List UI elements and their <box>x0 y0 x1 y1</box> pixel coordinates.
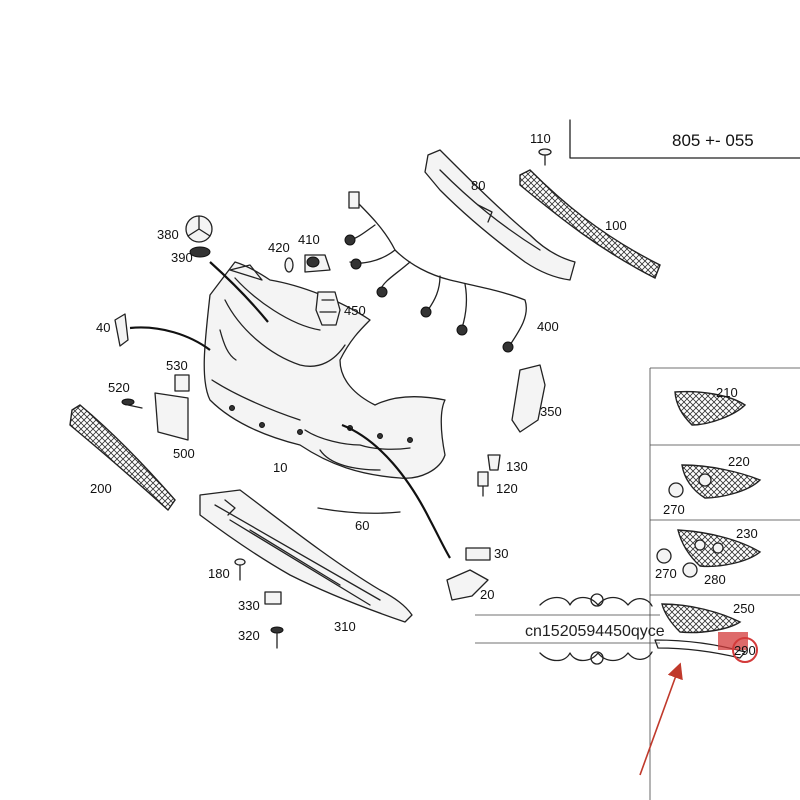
label-110: 110 <box>530 131 551 146</box>
label-420: 420 <box>268 240 290 255</box>
diagram-code: 805 +- 055 <box>672 131 754 150</box>
label-20: 20 <box>480 587 494 602</box>
label-180: 180 <box>208 566 230 581</box>
label-290: 290 <box>734 643 756 658</box>
grille-insert-250 <box>661 603 742 634</box>
bumper-carrier <box>424 149 576 281</box>
highlight-box <box>718 632 748 650</box>
label-270: 270 <box>663 502 685 517</box>
label-30: 30 <box>494 546 508 561</box>
nut-330 <box>264 591 282 605</box>
label-310: 310 <box>334 619 356 634</box>
trim-strip <box>317 507 401 514</box>
fog-cover-270 <box>668 482 684 498</box>
label-270: 270 <box>655 566 677 581</box>
label-10: 10 <box>273 460 287 475</box>
wiring-harness <box>344 191 527 353</box>
label-80: 80 <box>471 178 485 193</box>
label-120: 120 <box>496 481 518 496</box>
grille-insert-220 <box>681 464 762 499</box>
screw-520 <box>121 398 143 409</box>
label-520: 520 <box>108 380 130 395</box>
label-450: 450 <box>344 303 366 318</box>
label-320: 320 <box>238 628 260 643</box>
label-230: 230 <box>736 526 758 541</box>
watermark-text: cn1520594450qyce <box>525 623 665 640</box>
clip-530 <box>174 374 190 392</box>
sensor-bracket <box>315 291 341 326</box>
leader-line <box>129 326 211 351</box>
label-210: 210 <box>716 385 738 400</box>
screw-320 <box>270 626 284 649</box>
label-220: 220 <box>728 454 750 469</box>
leader-line <box>341 423 451 559</box>
pointer-arrow <box>639 662 683 776</box>
label-330: 330 <box>238 598 260 613</box>
emblem-star <box>185 215 213 258</box>
label-390: 390 <box>171 250 193 265</box>
clip-130 <box>487 454 501 471</box>
side-bracket <box>511 364 546 433</box>
label-250: 250 <box>733 601 755 616</box>
variant-panel <box>649 367 800 800</box>
screw-110 <box>538 148 552 166</box>
label-40: 40 <box>96 320 110 335</box>
label-280: 280 <box>704 572 726 587</box>
lower-left-grille <box>69 404 176 512</box>
clip-120 <box>477 471 489 497</box>
label-500: 500 <box>173 446 195 461</box>
grille-insert-210 <box>674 390 747 426</box>
label-410: 410 <box>298 232 320 247</box>
license-plate-bracket <box>154 392 189 441</box>
code-box: 805 +- 055 <box>569 119 800 159</box>
label-530: 530 <box>166 358 188 373</box>
label-380: 380 <box>157 227 179 242</box>
label-130: 130 <box>506 459 528 474</box>
label-200: 200 <box>90 481 112 496</box>
label-400: 400 <box>537 319 559 334</box>
left-bracket <box>114 313 129 347</box>
label-100: 100 <box>605 218 627 233</box>
tow-hook-cover <box>446 569 489 601</box>
chrome-trim-290 <box>654 639 746 659</box>
label-350: 350 <box>540 404 562 419</box>
watermark: cn1520594450qyce <box>475 593 665 665</box>
clip-180 <box>234 558 246 581</box>
underbody-panel <box>199 489 413 623</box>
clip-30 <box>465 547 491 561</box>
upper-grille <box>519 169 661 279</box>
highlight-circle <box>732 637 758 663</box>
label-60: 60 <box>355 518 369 533</box>
leader-line <box>209 261 269 323</box>
sensor-holder <box>284 254 331 273</box>
